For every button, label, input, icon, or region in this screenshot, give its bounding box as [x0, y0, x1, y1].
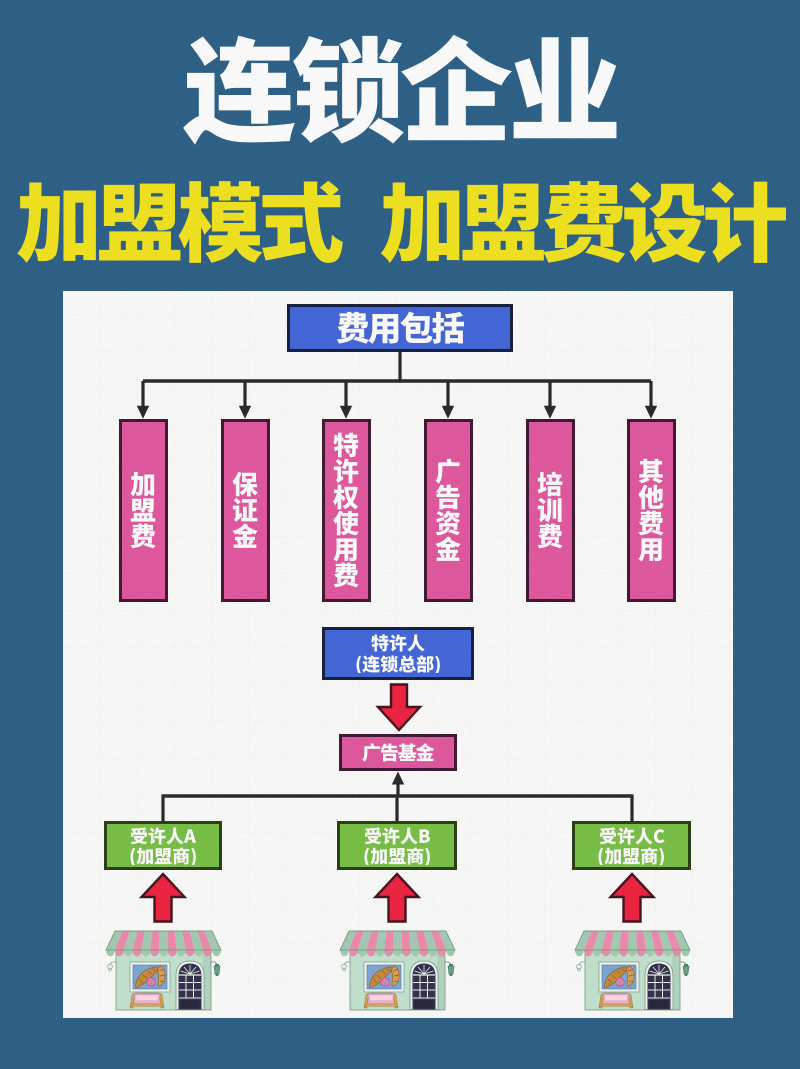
red-up-arrow-icon	[372, 872, 422, 923]
fee-arrowhead	[441, 405, 455, 419]
poster-subtitle	[2, 180, 800, 264]
fee-arrowhead	[543, 405, 557, 419]
franchisee-box-B-line1	[364, 826, 431, 846]
franchisee-box-C-line2	[597, 846, 665, 866]
franchisee-box-A	[104, 821, 222, 870]
ad-fund-box	[339, 734, 457, 771]
fee-box-5	[525, 418, 575, 602]
poster-title	[2, 34, 800, 145]
franchisee-box-B	[337, 821, 457, 870]
franchisee-box-C-line1	[599, 826, 665, 846]
fee-arrowhead	[136, 405, 150, 419]
franchisee-box-A-line1	[130, 826, 196, 846]
storefront-illustration-B	[338, 930, 456, 1011]
fee-box-1	[118, 418, 168, 602]
franchisee-box-B-line2	[363, 846, 431, 866]
storefront-illustration-C	[573, 930, 691, 1011]
fee-arrowhead	[644, 405, 658, 419]
adfund-arrowhead	[391, 771, 405, 785]
fees-include-box	[287, 304, 513, 352]
red-up-arrow-icon	[138, 872, 188, 923]
red-up-arrow-icon	[607, 872, 657, 923]
fee-box-4	[423, 418, 473, 602]
franchisee-box-C	[572, 821, 691, 870]
fee-box-6	[626, 418, 676, 602]
franchisor-box-line2	[355, 654, 441, 675]
franchisor-box	[322, 627, 474, 680]
storefront-illustration-A	[104, 930, 222, 1011]
fee-arrowhead	[238, 405, 252, 419]
fee-arrowhead	[339, 405, 353, 419]
franchisee-box-A-line2	[129, 846, 197, 866]
fee-box-2	[220, 418, 270, 602]
diagram-panel	[63, 291, 733, 1018]
franchisor-box-line1	[371, 633, 425, 654]
red-down-arrow-icon	[375, 683, 423, 732]
fee-box-3	[321, 418, 371, 602]
